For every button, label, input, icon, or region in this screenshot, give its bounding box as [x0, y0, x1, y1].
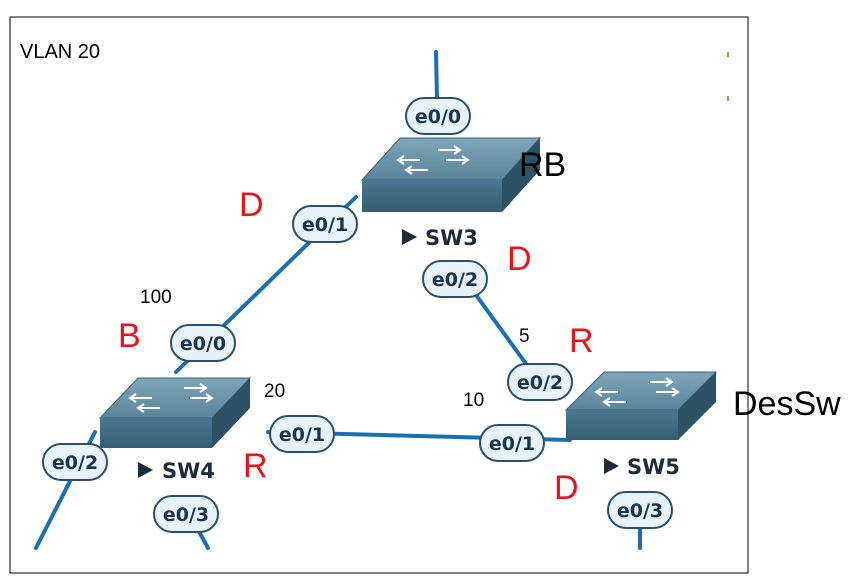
cost-sw5-e0-1: 10	[463, 390, 484, 411]
port-sw3-e0-0[interactable]: e0/0	[405, 97, 471, 135]
diagram-frame	[9, 16, 749, 574]
port-label: e0/3	[163, 504, 209, 526]
switch-sw4[interactable]	[98, 377, 252, 448]
port-sw5-e0-1[interactable]: e0/1	[479, 424, 545, 462]
role-sw5-e0-2: R	[569, 322, 594, 360]
port-sw3-e0-2[interactable]: e0/2	[422, 260, 488, 298]
switch-name: SW5	[627, 455, 680, 479]
port-sw5-e0-2[interactable]: e0/2	[507, 363, 573, 401]
port-sw5-e0-3[interactable]: e0/3	[607, 491, 673, 529]
role-sw3-e0-2: D	[507, 240, 532, 278]
switch-name: SW3	[425, 226, 478, 250]
role-sw3-e0-1: D	[239, 186, 264, 224]
cost-sw5-e0-2: 5	[519, 326, 530, 347]
play-icon	[604, 458, 619, 474]
links	[34, 50, 642, 550]
switch-name: SW4	[162, 459, 215, 483]
port-sw4-e0-3[interactable]: e0/3	[153, 495, 219, 533]
port-label: e0/1	[302, 214, 348, 236]
role-sw4-e0-1: R	[243, 447, 268, 485]
cost-sw4-e0-1: 20	[264, 381, 285, 402]
port-label: e0/1	[279, 424, 325, 446]
port-sw3-e0-1[interactable]: e0/1	[292, 205, 358, 243]
port-label: e0/2	[432, 269, 478, 291]
sw3-name-label: SW3	[402, 226, 478, 250]
switch-sw5[interactable]	[564, 371, 718, 440]
port-sw4-e0-0[interactable]: e0/0	[170, 324, 236, 362]
sw5-name-label: SW5	[604, 455, 680, 479]
port-label: e0/1	[489, 433, 535, 455]
designated-switch-tag: DesSw	[733, 385, 841, 423]
play-icon	[402, 229, 417, 245]
sw4-name-label: SW4	[138, 459, 215, 483]
vlan-label: VLAN 20	[20, 41, 100, 63]
port-sw4-e0-2[interactable]: e0/2	[42, 443, 108, 481]
link-sw3-uplink	[434, 50, 439, 102]
root-bridge-tag: RB	[519, 146, 566, 184]
port-label: e0/2	[517, 372, 563, 394]
role-sw4-e0-0: B	[118, 317, 141, 355]
port-label: e0/0	[415, 106, 461, 128]
port-label: e0/3	[617, 500, 663, 522]
play-icon	[138, 462, 153, 478]
port-sw4-e0-1[interactable]: e0/1	[269, 415, 335, 453]
role-sw5-e0-1: D	[554, 469, 579, 507]
switch-sw3[interactable]	[360, 137, 542, 212]
port-label: e0/0	[180, 333, 226, 355]
cost-sw4-e0-0: 100	[140, 287, 172, 308]
port-label: e0/2	[52, 452, 98, 474]
